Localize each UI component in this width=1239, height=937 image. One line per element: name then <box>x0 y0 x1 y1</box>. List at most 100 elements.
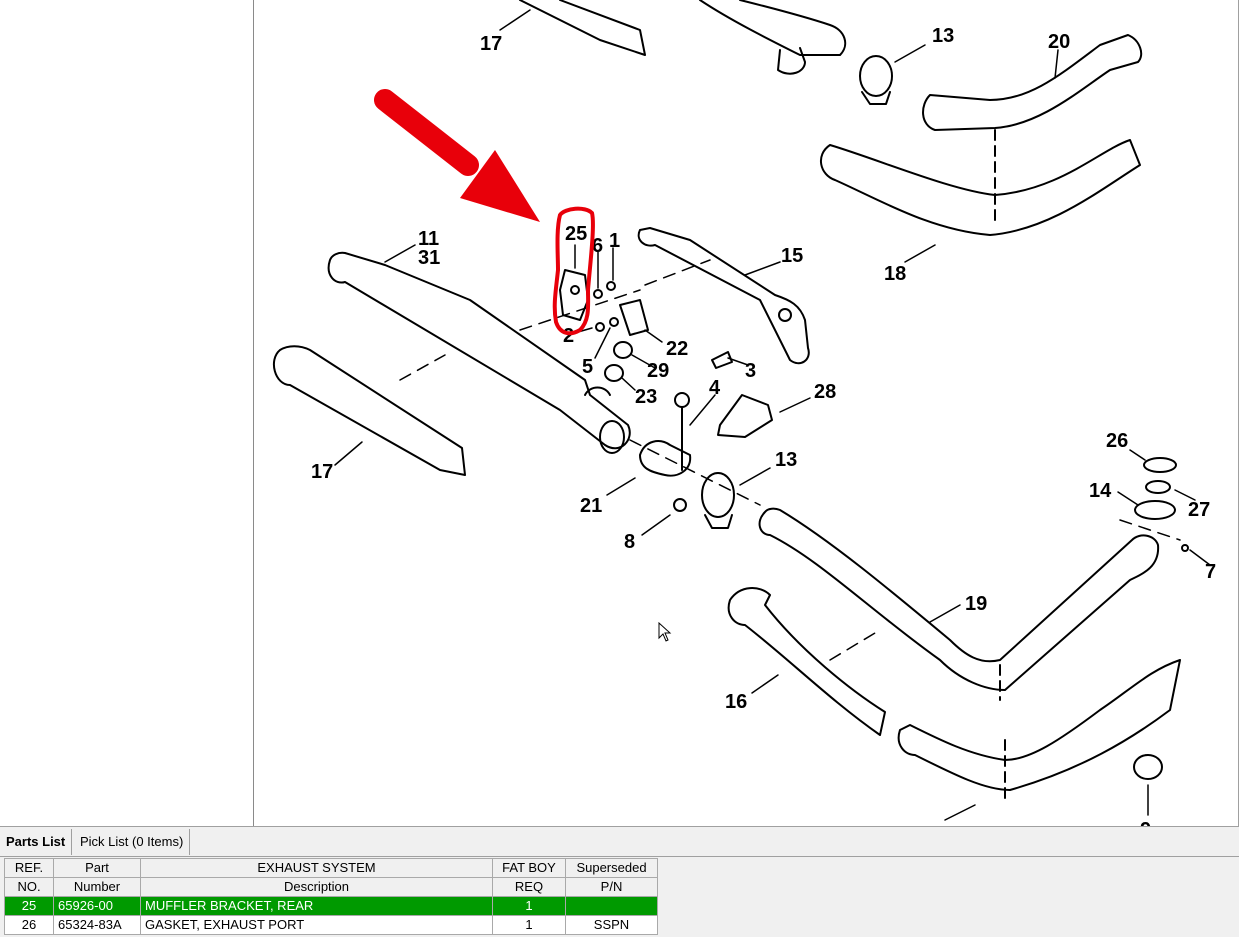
highlight-arrow <box>374 89 540 222</box>
cell-superseded: SSPN <box>565 915 658 935</box>
cell-ref: 25 <box>4 896 54 916</box>
header-exhaust-system[interactable]: EXHAUST SYSTEM <box>140 858 493 878</box>
header-pipe-lower <box>897 659 1181 791</box>
bracket-15 <box>637 227 810 365</box>
callout-31: 31 <box>418 247 440 269</box>
clamp-21 <box>639 440 692 477</box>
table-header-row: NO. Number Description REQ P/N <box>4 877 658 897</box>
callout-19: 19 <box>965 593 987 615</box>
callout-7: 7 <box>1205 561 1216 583</box>
bracket-25-hole <box>570 285 580 295</box>
callout-20: 20 <box>1048 31 1070 53</box>
callout-21: 21 <box>580 495 602 517</box>
callout-5: 5 <box>582 356 593 378</box>
callout-8: 8 <box>624 531 635 553</box>
cell-req: 1 <box>492 915 566 935</box>
muffler-11-outlet <box>599 420 625 454</box>
tab-divider <box>0 856 1239 857</box>
bracket-25 <box>559 269 589 321</box>
alignment-line-1 <box>519 259 711 331</box>
callout-25: 25 <box>565 223 587 245</box>
washer-6 <box>593 289 603 299</box>
clamp-9 <box>1133 754 1163 780</box>
screw-1 <box>606 281 616 291</box>
pipe-top <box>699 0 847 56</box>
bracket-22 <box>619 299 649 336</box>
callout-29: 29 <box>647 360 669 382</box>
header-pipe-18 <box>820 139 1141 236</box>
spacer-29 <box>613 341 633 359</box>
cell-description: MUFFLER BRACKET, REAR <box>140 896 493 916</box>
gasket-26 <box>1143 457 1177 473</box>
flange-14 <box>1134 500 1176 520</box>
tab-pick-list[interactable]: Pick List (0 Items) <box>74 829 191 855</box>
callout-26: 26 <box>1106 430 1128 452</box>
callout-15: 15 <box>781 245 803 267</box>
callout-13-top: 13 <box>932 25 954 47</box>
alignment-line-3 <box>399 354 446 381</box>
header-superseded[interactable]: Superseded <box>565 858 658 878</box>
clamp-13 <box>701 472 735 518</box>
nut-8 <box>673 498 687 512</box>
callout-11: 11 <box>418 228 439 250</box>
exhaust-system-diagram: 17 13 20 18 11 31 25 6 1 15 2 22 5 29 3 … <box>272 0 1216 826</box>
callout-17-top: 17 <box>480 33 502 55</box>
table-row[interactable]: 26 65324-83A GASKET, EXHAUST PORT 1 SSPN <box>4 915 658 935</box>
callout-27: 27 <box>1188 499 1210 521</box>
callout-18: 18 <box>884 263 906 285</box>
callout-13-lower: 13 <box>775 449 797 471</box>
parts-diagram[interactable]: 17 13 20 18 11 31 25 6 1 15 2 22 5 29 3 … <box>254 0 1239 826</box>
muffler-top <box>519 0 646 56</box>
parts-table: REF. Part EXHAUST SYSTEM FAT BOY Superse… <box>4 858 658 935</box>
clamp-top <box>859 55 893 97</box>
tab-parts-list[interactable]: Parts List <box>0 829 73 855</box>
clip-7 <box>1181 544 1189 552</box>
header-no[interactable]: NO. <box>4 877 54 897</box>
washer-5 <box>609 317 619 327</box>
header-model[interactable]: FAT BOY <box>492 858 566 878</box>
callout-17-lower: 17 <box>311 461 333 483</box>
ring-27 <box>1145 480 1171 494</box>
pipe-top-flange <box>777 47 806 75</box>
leader-lines <box>334 9 1211 821</box>
clamp-13-bolt <box>704 514 733 529</box>
header-description[interactable]: Description <box>140 877 493 897</box>
callout-6: 6 <box>592 235 603 257</box>
header-pipe-19 <box>758 507 1160 691</box>
cell-req: 1 <box>492 896 566 916</box>
cell-part-number: 65324-83A <box>53 915 141 935</box>
bracket-28 <box>717 394 773 438</box>
header-ref[interactable]: REF. <box>4 858 54 878</box>
header-pipe-16 <box>727 587 886 736</box>
alignment-line-4 <box>829 629 881 661</box>
callout-14: 14 <box>1089 480 1112 502</box>
muffler-11 <box>327 251 631 450</box>
header-number[interactable]: Number <box>53 877 141 897</box>
cell-ref: 26 <box>4 915 54 935</box>
bolt-4-head <box>674 392 690 408</box>
table-header-row: REF. Part EXHAUST SYSTEM FAT BOY Superse… <box>4 858 658 878</box>
bracket-15-hole <box>778 308 792 322</box>
cell-description: GASKET, EXHAUST PORT <box>140 915 493 935</box>
cell-superseded <box>565 896 658 916</box>
callout-16: 16 <box>725 691 747 713</box>
muffler-11-port <box>584 386 611 396</box>
alignment-line-2 <box>629 439 1181 541</box>
callout-9: 9 <box>1140 819 1151 826</box>
bottom-panel: Parts List Pick List (0 Items) REF. Part… <box>0 826 1239 937</box>
callout-2: 2 <box>563 325 574 347</box>
clamp-top-bolt <box>861 91 891 105</box>
table-row[interactable]: 25 65926-00 MUFFLER BRACKET, REAR 1 <box>4 896 658 916</box>
callout-22: 22 <box>666 338 688 360</box>
bolt-3 <box>711 351 733 369</box>
header-req[interactable]: REQ <box>492 877 566 897</box>
header-pn[interactable]: P/N <box>565 877 658 897</box>
header-part[interactable]: Part <box>53 858 141 878</box>
screw-2 <box>595 322 605 332</box>
callout-labels: 17 13 20 18 11 31 25 6 1 15 2 22 5 29 3 … <box>311 25 1216 826</box>
callout-1: 1 <box>609 230 620 252</box>
muffler-17 <box>272 345 466 476</box>
cell-part-number: 65926-00 <box>53 896 141 916</box>
callout-28: 28 <box>814 381 836 403</box>
mouse-cursor-icon <box>658 622 672 642</box>
